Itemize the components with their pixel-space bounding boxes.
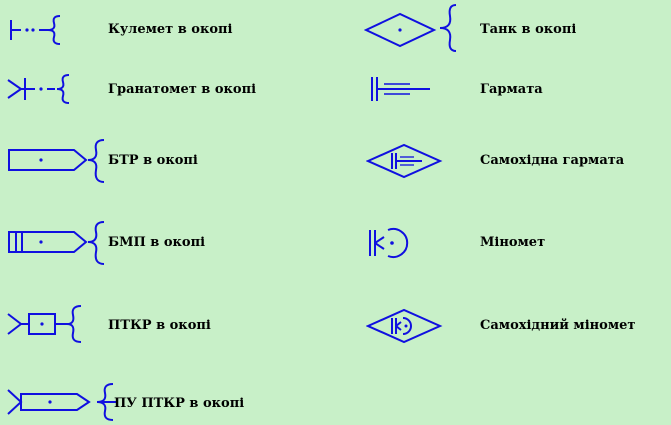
- grenade-launcher-in-trench-label: Гранатомет в окопі: [108, 82, 257, 97]
- apc-in-trench-icon: [8, 139, 105, 183]
- self-propelled-gun-label: Самохідна гармата: [480, 153, 625, 168]
- self-propelled-mortar-icon: [366, 308, 443, 344]
- ifv-in-trench-icon: [8, 221, 105, 265]
- mortar-icon: [369, 228, 409, 258]
- atgm-in-trench-label: ПТКР в окопі: [108, 318, 211, 333]
- self-propelled-gun-icon: [366, 143, 443, 179]
- machine-gun-in-trench-label: Кулемет в окопі: [108, 22, 233, 37]
- apc-in-trench-label: БТР в окопі: [108, 153, 198, 168]
- atgm-launcher-in-trench-icon: [7, 383, 117, 421]
- atgm-launcher-in-trench-label: ПУ ПТКР в окопі: [114, 396, 245, 411]
- gun-label: Гармата: [480, 82, 543, 97]
- ifv-in-trench-label: БМП в окопі: [108, 235, 206, 250]
- tank-in-trench-label: Танк в окопі: [480, 22, 577, 37]
- self-propelled-mortar-label: Самохідний міномет: [480, 318, 636, 333]
- grenade-launcher-in-trench-icon: [7, 74, 70, 104]
- mortar-label: Міномет: [480, 235, 546, 250]
- gun-icon: [371, 77, 430, 101]
- atgm-in-trench-icon: [7, 305, 82, 343]
- tank-in-trench-icon: [364, 4, 457, 52]
- machine-gun-in-trench-icon: [10, 15, 61, 45]
